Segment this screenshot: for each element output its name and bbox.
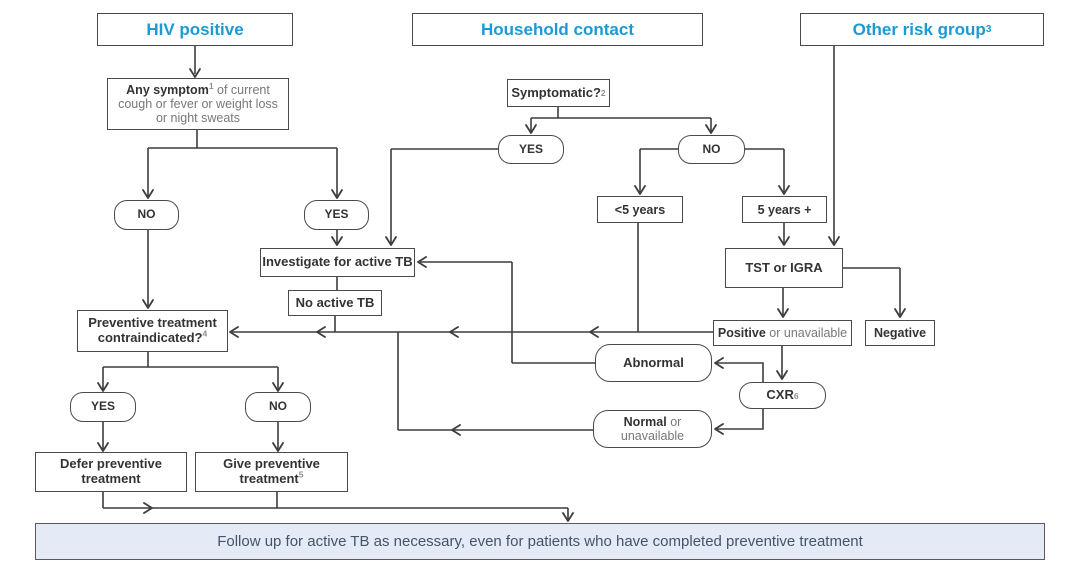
node-no-active-tb: No active TB bbox=[288, 290, 382, 316]
node-tst-or-igra: TST or IGRA bbox=[725, 248, 843, 288]
node-investigate-active-tb: Investigate for active TB bbox=[260, 248, 415, 277]
node-5-years-plus: 5 years + bbox=[742, 196, 827, 223]
node-no-symptomatic: NO bbox=[678, 135, 745, 164]
node-yes-symptom-hiv: YES bbox=[304, 200, 369, 230]
node-under-5-years: <5 years bbox=[597, 196, 683, 223]
node-label: Investigate for active TB bbox=[262, 254, 413, 270]
node-give-preventive-treatment: Give preventive treatment5 bbox=[195, 452, 348, 492]
header-label: Other risk group bbox=[852, 19, 986, 39]
node-label: YES bbox=[324, 207, 349, 222]
node-label: Preventive treatment bbox=[88, 315, 217, 331]
node-normal-or-unavailable: Normal or unavailable bbox=[593, 410, 712, 448]
node-symptomatic: Symptomatic?2 bbox=[507, 79, 610, 107]
node-abnormal: Abnormal bbox=[595, 344, 712, 382]
node-preventive-contraindicated: Preventive treatment contraindicated?4 bbox=[77, 310, 228, 352]
followup-banner: Follow up for active TB as necessary, ev… bbox=[35, 523, 1045, 560]
node-label: Abnormal bbox=[623, 354, 684, 370]
node-defer-preventive-treatment: Defer preventive treatment bbox=[35, 452, 187, 492]
node-label: Normal bbox=[623, 415, 667, 429]
footnote-sup: 1 bbox=[208, 80, 214, 91]
node-label: YES bbox=[518, 141, 543, 156]
node-label: 5 years + bbox=[757, 202, 812, 217]
node-no-symptom-hiv: NO bbox=[114, 200, 179, 230]
node-label: TST or IGRA bbox=[745, 259, 823, 275]
header-household-contact: Household contact bbox=[412, 13, 703, 46]
node-yes-symptomatic: YES bbox=[498, 135, 564, 164]
node-label: Positive bbox=[717, 326, 766, 340]
node-label: Symptomatic? bbox=[511, 84, 601, 100]
arrowheads bbox=[97, 68, 906, 522]
node-label: <5 years bbox=[614, 202, 666, 217]
header-hiv-positive: HIV positive bbox=[97, 13, 293, 46]
node-positive-or-unavailable: Positive or unavailable bbox=[713, 320, 852, 346]
node-label: No active TB bbox=[295, 294, 375, 310]
followup-banner-label: Follow up for active TB as necessary, ev… bbox=[217, 533, 863, 550]
node-label: NO bbox=[137, 207, 156, 222]
node-negative: Negative bbox=[865, 320, 935, 346]
connector-lines bbox=[102, 46, 901, 519]
header-label: Household contact bbox=[480, 19, 634, 39]
node-label: CXR bbox=[766, 387, 794, 403]
node-label: NO bbox=[269, 399, 287, 414]
node-yes-contraindicated: YES bbox=[70, 392, 136, 422]
node-label: Defer preventive bbox=[60, 456, 162, 472]
node-label: YES bbox=[90, 399, 115, 414]
node-label: NO bbox=[702, 141, 721, 156]
footnote-sup: 5 bbox=[298, 469, 304, 480]
node-any-symptom: Any symptom1 of current cough or fever o… bbox=[107, 78, 289, 130]
footnote-sup: 4 bbox=[202, 328, 208, 339]
header-label: HIV positive bbox=[146, 19, 244, 39]
node-label: Any symptom bbox=[126, 83, 209, 97]
node-label: Give preventive bbox=[223, 456, 320, 472]
node-no-contraindicated: NO bbox=[245, 392, 311, 422]
node-label: Negative bbox=[873, 326, 927, 340]
